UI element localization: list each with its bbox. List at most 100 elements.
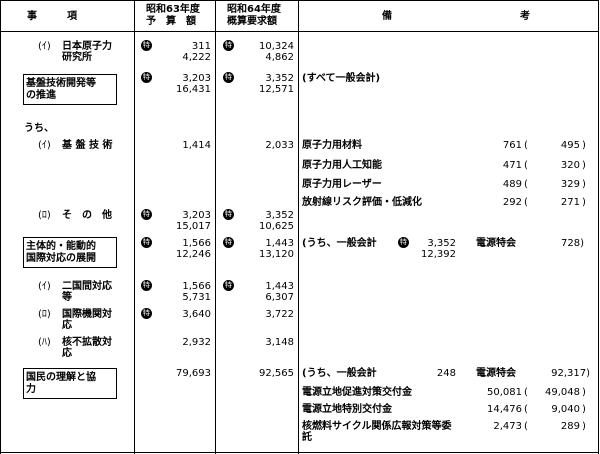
row-sonota-fy63-a: 3,203 [182,210,211,221]
section-box-basic [23,74,117,105]
row-nonprolif-marker: (ﾊ) [38,337,51,348]
note-paren-open: ( [524,179,528,190]
note-item-value: 14,476 [487,404,522,415]
row-basic-fy63-b: 16,431 [176,84,211,95]
row-intl-fy64-a: 1,443 [265,238,294,249]
note-item-prev-value: 49,048 [545,387,580,398]
note-item-name: 電源立地特別交付金 [302,404,392,415]
note-item-name-cont: 託 [302,432,312,443]
row-bilateral-fy63-a: 1,566 [182,281,211,292]
row-intlorg-label2: 応 [62,320,72,331]
row-public-note-mid: 電源特会 [476,368,516,379]
row-nonprolif-fy63: 2,932 [182,337,211,348]
header-fy63-line2: 予 算 額 [146,16,196,27]
note-item-name: 電源立地促進対策交付金 [302,387,412,398]
note-paren-close: ) [582,160,586,171]
section-box-intl [23,237,117,268]
row-intl-note-mid: 電源特会 [476,238,516,249]
note-paren-open: ( [524,387,528,398]
row-jaeri-fy63-b: 4,222 [182,52,211,63]
special-account-mark: 特 [223,280,234,291]
header-fy63-line1: 昭和63年度 [146,4,200,15]
note-paren-open: ( [524,404,528,415]
note-item-name: 放射線リスク評価・低減化 [302,197,422,208]
row-intl-note-v3: 728) [561,238,584,249]
header-divider [0,31,599,32]
header-bi: 備 [382,11,392,22]
note-paren-close: ) [582,197,586,208]
row-basic-label1: 基盤技術開発等 [26,78,96,89]
note-item-prev-value: 320 [560,160,580,171]
col-divider-2 [215,0,216,454]
row-sonota-marker: (ﾛ) [38,210,51,221]
row-intlorg-fy63: 3,640 [182,309,211,320]
note-paren-close: ) [582,421,586,432]
row-intl-fy63-b: 12,246 [176,249,211,260]
row-bilateral-label1: 二国間対応 [62,281,112,292]
header-item: 事 項 [27,11,77,22]
row-bilateral-fy64-a: 1,443 [265,281,294,292]
note-item-prev-value: 9,040 [551,404,580,415]
note-item-value: 761 [502,140,522,151]
header-ko: 考 [520,11,530,22]
row-intl-label2: 国際対応の展開 [26,253,96,264]
special-account-mark: 特 [223,72,234,83]
row-intl-label1: 主体的・能動的 [26,241,96,252]
row-bilateral-marker: (ｲ) [38,281,51,292]
header-fy64-line2: 概算要求額 [227,16,277,27]
row-basic-fy63-a: 3,203 [182,73,211,84]
row-sonota-fy64-a: 3,352 [265,210,294,221]
row-basic-note: (すべて一般会計) [302,73,381,84]
special-account-mark: 特 [141,308,152,319]
row-kiban-fy64: 2,033 [265,140,294,151]
row-kiban-fy63: 1,414 [182,140,211,151]
row-jaeri-label2: 研究所 [62,52,92,63]
special-account-mark: 特 [141,72,152,83]
row-kiban-marker: (ｲ) [38,140,51,151]
row-public-label1: 国民の理解と協 [26,372,96,383]
note-paren-close: ) [582,140,586,151]
special-account-mark: 特 [141,209,152,220]
note-item-name: 核燃料サイクル関係広報対策等委 [302,421,452,432]
note-item-value: 489 [502,179,522,190]
note-item-prev-value: 495 [560,140,580,151]
uchi-label: うち、 [24,123,54,134]
row-public-label2: 力 [26,384,36,395]
note-paren-close: ) [582,387,586,398]
row-intl-note-v2: 12,392 [421,249,456,260]
note-item-value: 2,473 [493,421,522,432]
row-nonprolif-label2: 応 [62,348,72,359]
note-paren-open: ( [524,197,528,208]
row-bilateral-fy63-b: 5,731 [182,292,211,303]
note-paren-close: ) [582,179,586,190]
row-jaeri-fy64-a: 10,324 [259,41,294,52]
row-intl-fy63-a: 1,566 [182,238,211,249]
col-divider-1 [134,0,135,454]
row-nonprolif-label1: 核不拡散対 [62,337,112,348]
row-bilateral-label2: 等 [62,292,72,303]
note-item-name: 原子力用人工知能 [302,160,382,171]
note-paren-open: ( [524,421,528,432]
row-intlorg-label1: 国際機関対 [62,309,112,320]
table-top-border [0,0,599,1]
note-item-name: 原子力用材料 [302,140,362,151]
row-intl-note-pre: (うち、一般会計 [302,238,377,249]
row-public-note-pre: (うち、一般会計 [302,368,377,379]
row-public-note-v1: 248 [436,368,456,379]
note-item-prev-value: 271 [560,197,580,208]
special-account-mark: 特 [223,40,234,51]
note-item-name: 原子力用レーザー [302,179,382,190]
row-intl-fy64-b: 13,120 [259,249,294,260]
table-bottom-border [0,452,599,453]
note-item-value: 471 [502,160,522,171]
row-bilateral-fy64-b: 6,307 [265,292,294,303]
row-public-fy63: 79,693 [176,368,211,379]
row-jaeri-fy64-b: 4,862 [265,52,294,63]
row-sonota-fy63-b: 15,017 [176,221,211,232]
row-basic-label2: の推進 [26,90,56,101]
note-paren-open: ( [524,140,528,151]
row-nonprolif-fy64: 3,148 [265,337,294,348]
note-item-prev-value: 289 [560,421,580,432]
special-account-mark: 特 [398,237,409,248]
